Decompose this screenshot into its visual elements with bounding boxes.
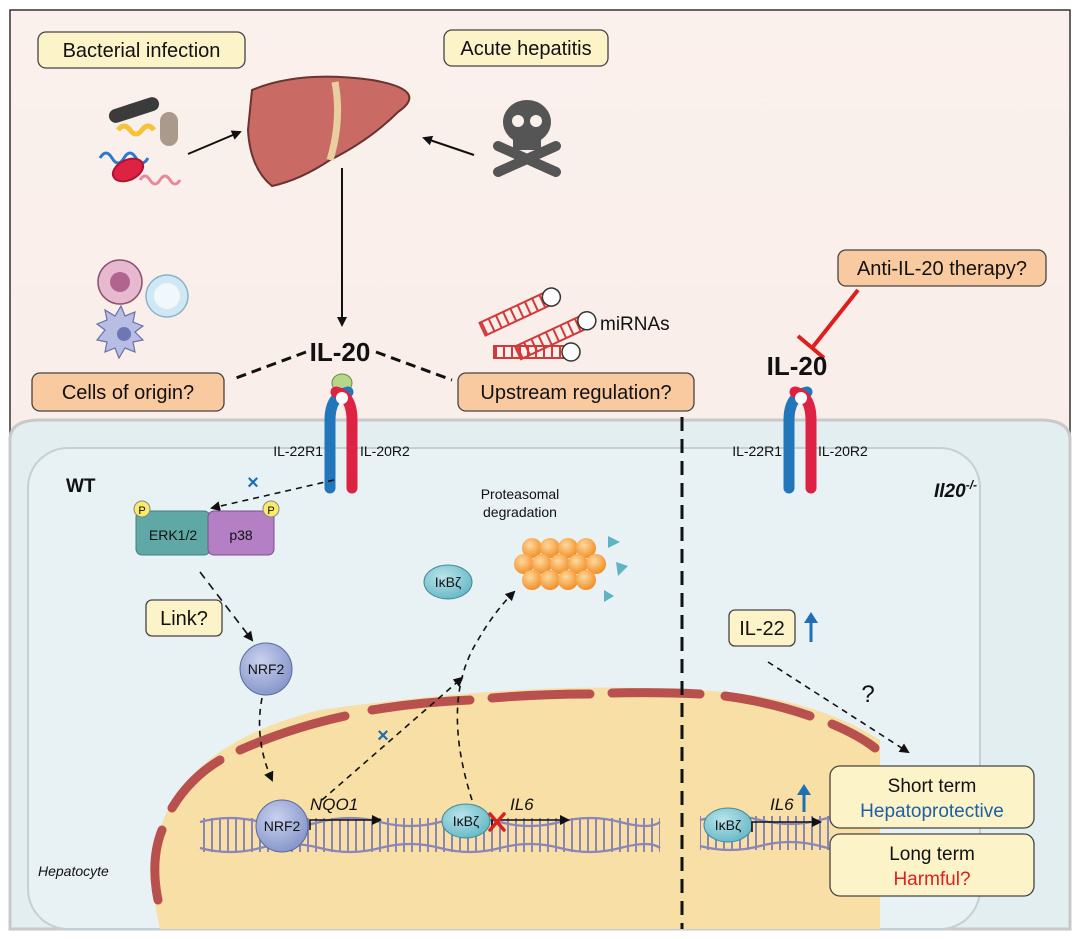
hepatocyte-label: Hepatocyte (38, 863, 109, 879)
acute-hepatitis-label: Acute hepatitis (443, 29, 609, 67)
arrow-receptor-to-mapk (210, 479, 335, 512)
mirna-hairpin-icon (478, 287, 597, 362)
upstream-regulation-text: Upstream regulation? (480, 382, 671, 404)
dash-il20-to-cells (235, 350, 307, 380)
erk-box: ERK1/2 (135, 510, 211, 556)
bacterial-infection-text: Bacterial infection (63, 40, 221, 62)
il22-box: IL-22 (728, 609, 796, 647)
question-mark: ? (861, 681, 874, 708)
phospho-erk-text: P (138, 505, 145, 517)
il20r2-label-wt: IL-20R2 (360, 443, 410, 459)
link-text: Link? (160, 608, 208, 630)
anti-il20-therapy-box: Anti-IL-20 therapy? (837, 249, 1047, 287)
ikbz-cytoplasm: IκBζ (423, 564, 473, 600)
nuclear-membrane (150, 688, 880, 905)
p38-box: p38 (207, 510, 275, 556)
proteasomal-line1: Proteasomal (481, 486, 560, 502)
liver-icon (246, 75, 411, 188)
arrow-ikbz-to-proteasome (456, 590, 516, 801)
ikbz-ko-text: IκBζ (715, 817, 741, 833)
long-term-text: Long term (889, 844, 975, 865)
nrf2-cytoplasm-text: NRF2 (248, 661, 285, 677)
il20-label-wt: IL-20 (310, 337, 371, 367)
inhibition-line (810, 288, 860, 350)
anti-il20-therapy-text: Anti-IL-20 therapy? (857, 258, 1027, 280)
mirnas-label: miRNAs (600, 314, 670, 335)
ikbz-ko: IκBζ (703, 807, 753, 843)
block-mark-mapk: × (247, 472, 259, 494)
nrf2-nucleus-text: NRF2 (264, 818, 301, 834)
short-term-box: Short term Hepatoprotective (829, 765, 1035, 829)
block-mark-nucleus: × (377, 725, 389, 747)
proteasomal-line2: degradation (483, 504, 557, 520)
nrf2-nucleus: NRF2 (255, 799, 309, 853)
ko-label-superscript: -/- (966, 478, 977, 492)
arrow-hepatitis-to-liver (422, 135, 475, 156)
long-term-box: Long term Harmful? (829, 833, 1035, 897)
up-arrow-icon-il6 (797, 784, 811, 812)
il6-label-wt: IL6 (510, 795, 534, 814)
p38-text: p38 (229, 527, 253, 543)
phospho-p38: P (262, 500, 280, 518)
il22-text: IL-22 (739, 618, 785, 640)
arrow-il6-ko (751, 817, 822, 832)
dash-il20-to-upstream (375, 350, 453, 382)
arrow-mapk-to-nrf2 (199, 571, 254, 642)
ikbz-nucleus: IκBζ (441, 803, 491, 839)
ko-label-prefix: Il20 (934, 481, 966, 502)
il20-label-ko: IL-20 (767, 351, 828, 381)
phospho-erk: P (133, 500, 151, 518)
proteasome-icon (514, 536, 628, 602)
ikbz-cytoplasm-text: IκBζ (435, 574, 461, 590)
receptor-icon (324, 373, 358, 494)
up-arrow-icon (804, 612, 818, 642)
link-box: Link? (145, 599, 223, 637)
inhibition-bar (796, 334, 826, 360)
harmful-text: Harmful? (893, 869, 970, 890)
il6-label-ko: IL6 (770, 795, 794, 814)
short-term-text: Short term (888, 776, 977, 797)
receptor-icon-ko (783, 386, 817, 494)
hepatoprotective-text: Hepatoprotective (860, 801, 1004, 822)
bacteria-icon (98, 97, 182, 186)
wt-label: WT (66, 476, 96, 497)
arrow-nucleus-to-proteasome (321, 676, 464, 801)
block-x-icon (488, 812, 506, 832)
ikbz-nucleus-text: IκBζ (453, 813, 479, 829)
upstream-regulation-box: Upstream regulation? (457, 372, 695, 412)
arrow-bacteria-to-liver (187, 130, 242, 155)
nucleus (153, 687, 681, 929)
ko-label: Il20-/- (934, 478, 977, 502)
nqo1-label: NQO1 (310, 795, 358, 814)
cells-of-origin-text: Cells of origin? (62, 382, 194, 404)
immune-cells-icon (95, 259, 189, 360)
acute-hepatitis-text: Acute hepatitis (460, 38, 591, 60)
nrf2-cytoplasm: NRF2 (239, 642, 293, 696)
il20r2-label-ko: IL-20R2 (818, 443, 868, 459)
il22r1-label-ko: IL-22R1 (732, 443, 782, 459)
phospho-p38-text: P (267, 505, 274, 517)
il22r1-label-wt: IL-22R1 (273, 443, 323, 459)
bacterial-infection-label: Bacterial infection (37, 31, 246, 69)
arrow-nqo1 (309, 815, 382, 830)
cells-of-origin-box: Cells of origin? (31, 372, 225, 412)
arrow-il22-to-outcomes (767, 661, 910, 754)
erk-text: ERK1/2 (149, 527, 197, 543)
skull-crossbones-icon (493, 100, 561, 177)
